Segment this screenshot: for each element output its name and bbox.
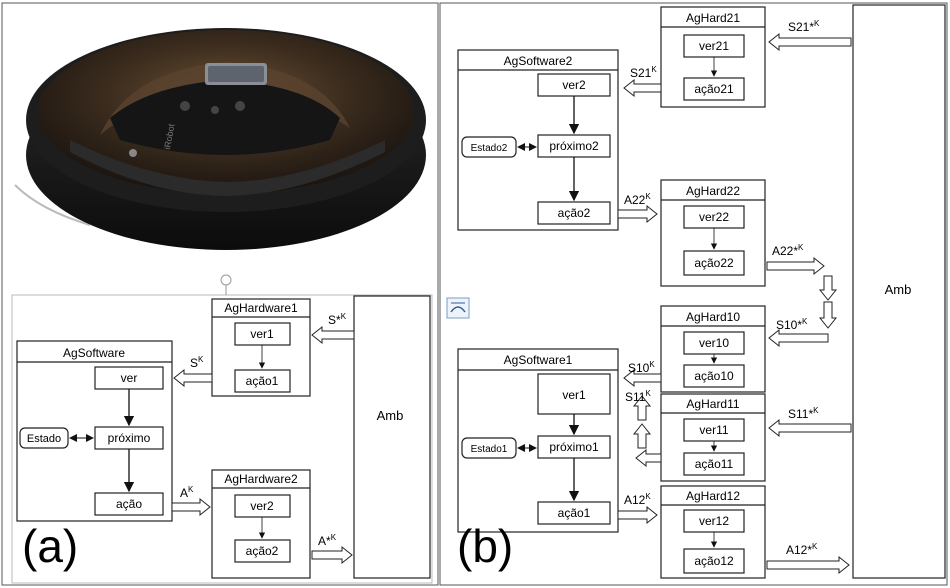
aghw2-see-label: ver2 <box>250 499 274 513</box>
b-s10-label: S10K <box>628 360 655 375</box>
agsw1-action: ação1 <box>558 506 591 520</box>
agsoftware1-title: AgSoftware1 <box>504 353 573 367</box>
aghard22-action: ação22 <box>694 256 734 270</box>
panel-a-label: (a) <box>22 520 78 572</box>
aghard21-action: ação21 <box>694 82 734 96</box>
agsw-action-box <box>94 492 164 516</box>
aghard12-title: AgHard12 <box>686 489 740 503</box>
aghard21-see: ver21 <box>699 39 729 53</box>
a-s-star-label: S*K <box>328 312 347 327</box>
a-a-star-label: A*K <box>318 533 337 548</box>
environment-b-box <box>852 4 946 579</box>
agsw2-state: Estado2 <box>471 143 508 154</box>
agsoftware-title: AgSoftware <box>63 346 125 360</box>
aghw2-action-label: ação2 <box>246 544 279 558</box>
aghw2-action-box <box>234 539 291 563</box>
aghard22-title: AgHard22 <box>686 184 740 198</box>
agsw2-next: próximo2 <box>549 139 599 153</box>
aghard12-action: ação12 <box>694 554 734 568</box>
panel-a-border <box>1 2 439 586</box>
b-s21-star-label: S21*K <box>788 19 820 34</box>
b-a22-label: A22K <box>624 192 651 207</box>
agsw1-next: próximo1 <box>549 440 599 454</box>
aghard11-see: ver11 <box>699 423 728 437</box>
agsw1-see: ver1 <box>562 388 586 402</box>
aghw2-see-box <box>234 494 291 518</box>
aghard12-see: ver12 <box>699 514 729 528</box>
environment-b-label: Amb <box>885 282 912 297</box>
aghard10-title: AgHard10 <box>686 310 740 324</box>
panel-b-label: (b) <box>457 520 513 572</box>
aghw1-see-label: ver1 <box>250 327 274 341</box>
layout-options-icon <box>446 297 470 319</box>
aghard11-action: ação11 <box>695 457 734 471</box>
a-a-label: AK <box>180 485 194 500</box>
agsw-state-box <box>19 427 69 449</box>
a-s-label: SK <box>190 355 204 370</box>
agsw-state-label: Estado <box>27 433 61 445</box>
aghard21-title: AgHard21 <box>686 11 740 25</box>
b-s11-label: S11K <box>625 389 651 404</box>
aghard11-title: AgHard11 <box>686 397 739 411</box>
aghard22-see: ver22 <box>699 210 729 224</box>
b-a12-label: A12K <box>624 492 651 507</box>
aghw1-action-label: ação1 <box>246 374 279 388</box>
b-s10-star-label: S10*K <box>776 317 808 332</box>
b-a12-star-label: A12*K <box>786 542 818 557</box>
agsw1-state: Estado1 <box>471 444 508 455</box>
agsw-action-label: ação <box>116 497 142 511</box>
aghardware2-title: AgHardware2 <box>224 472 298 486</box>
agsw2-see: ver2 <box>562 78 586 92</box>
environment-a-label: Amb <box>377 408 404 423</box>
b-s11-star-label: S11*K <box>788 406 819 421</box>
aghw1-action-box <box>234 369 291 393</box>
agsw2-action: ação2 <box>558 206 591 220</box>
agsw-next-label: próximo <box>108 431 151 445</box>
agsoftware2-title: AgSoftware2 <box>504 54 573 68</box>
b-s21-label: S21K <box>630 65 657 80</box>
b-a22-star-label: A22*K <box>772 243 804 258</box>
agsw-see-label: ver <box>121 371 138 385</box>
aghard10-action: ação10 <box>694 369 734 383</box>
robot-vacuum-image: iRobot <box>14 28 426 250</box>
panel-b-border <box>439 2 948 586</box>
rotate-handle-icon <box>220 274 232 286</box>
aghard10-see: ver10 <box>699 336 729 350</box>
environment-a-box <box>353 295 431 579</box>
diagram-a: AgHardware1 ver1 ação1 Amb S*K AgSoftwar… <box>11 274 433 584</box>
selection-frame <box>11 294 433 584</box>
svg-text:iRobot: iRobot <box>162 122 176 150</box>
aghardware1-title: AgHardware1 <box>224 301 298 315</box>
diagram-b: Amb AgHard21 ver21 ação21 S21*K AgSoftwa… <box>457 4 946 579</box>
aghw1-see-box <box>234 322 291 346</box>
